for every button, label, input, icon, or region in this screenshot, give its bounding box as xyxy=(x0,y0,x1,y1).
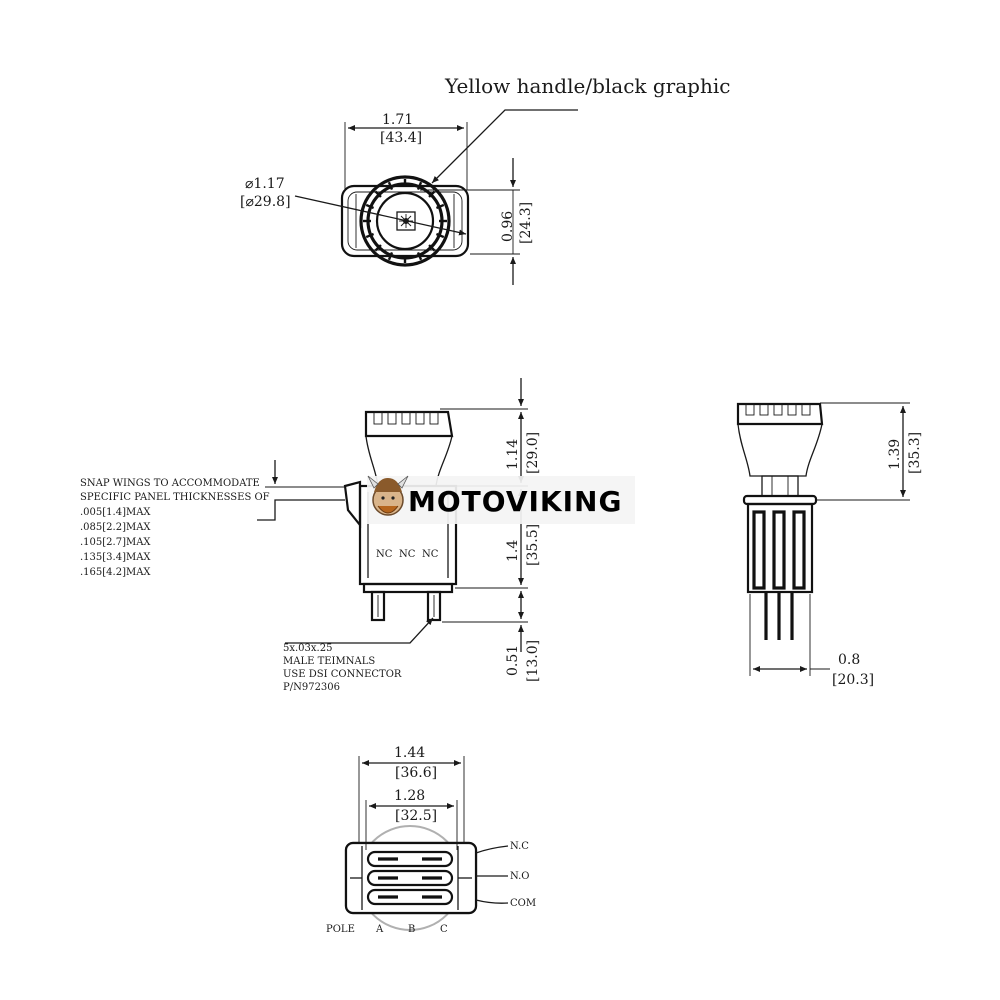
bottom-outer-in: 1.44 xyxy=(394,745,425,761)
knob-cap xyxy=(375,191,435,251)
terminal-note-line-2: MALE TEIMNALS xyxy=(283,656,375,667)
snap-note-leader xyxy=(257,499,345,521)
grip-tooth xyxy=(428,244,436,252)
bottom-view: N.C N.O COM POLE A B C 1.44 [36.6] 1.28 … xyxy=(326,745,536,935)
front-view: NC NC NC 1.14 [29.0] 1.4 [35.5] 0.51 [13… xyxy=(257,378,541,682)
grip-tooth xyxy=(435,203,445,210)
row-label-nc: N.C xyxy=(510,841,529,852)
side-knob-neck xyxy=(737,423,823,477)
side-height-mm: [35.3] xyxy=(907,432,923,474)
side-depth-in: 0.8 xyxy=(838,652,860,668)
top-height-in: 0.96 xyxy=(500,211,516,242)
side-height-in: 1.39 xyxy=(887,439,903,470)
terminal-right xyxy=(426,590,442,622)
front-knob-ridges xyxy=(373,411,439,425)
snap-wing-note: SNAP WINGS TO ACCOMMODATE SPECIFIC PANEL… xyxy=(80,478,270,578)
side-shaft xyxy=(761,475,799,497)
front-term-mm: [13.0] xyxy=(525,640,541,682)
callout-text: Yellow handle/black graphic xyxy=(444,74,730,98)
front-upper-mm: [29.0] xyxy=(525,432,541,474)
snap-note-line-3: .005[1.4]MAX xyxy=(80,507,151,518)
pole-letter-a: A xyxy=(375,924,384,935)
side-knob-ridges xyxy=(745,403,811,416)
top-dia-in: ⌀1.17 xyxy=(245,176,285,192)
front-body-in: 1.4 xyxy=(505,540,521,562)
terminal-note: 5x.03x.25 MALE TEIMNALS USE DSI CONNECTO… xyxy=(283,643,402,693)
knob-graphic-frame xyxy=(396,211,416,231)
grip-tooth xyxy=(416,251,423,261)
side-depth-mm: [20.3] xyxy=(832,672,874,688)
knob-grip-teeth xyxy=(363,179,447,263)
front-term-in: 0.51 xyxy=(505,645,521,676)
handle-callout: Yellow handle/black graphic xyxy=(431,74,730,184)
snap-note-line-2: SPECIFIC PANEL THICKNESSES OF xyxy=(80,492,270,503)
front-base xyxy=(362,582,454,594)
brand-name: MOTOVIKING xyxy=(408,485,622,518)
snap-note-line-7: .165[4.2]MAX xyxy=(80,567,151,578)
top-dia-mm: [⌀29.8] xyxy=(240,194,291,210)
terminal-note-line-3: USE DSI CONNECTOR xyxy=(283,669,402,680)
knob-outer-ring xyxy=(359,175,451,267)
row-label-no: N.O xyxy=(510,871,530,882)
grip-tooth xyxy=(365,203,375,210)
front-upper-in: 1.14 xyxy=(505,439,521,470)
callout-leader xyxy=(431,109,578,184)
grip-tooth xyxy=(387,251,394,261)
side-knob-top xyxy=(736,402,824,426)
bottom-outer-mm: [36.6] xyxy=(395,765,437,781)
terminal-label-nc-2: NC xyxy=(399,549,416,560)
bottom-inner-mm: [32.5] xyxy=(395,808,437,824)
top-width-in: 1.71 xyxy=(382,112,413,128)
grip-tooth xyxy=(365,232,375,239)
terminal-note-leader xyxy=(285,617,434,644)
side-housing-details xyxy=(752,510,806,590)
grip-tooth xyxy=(416,181,423,191)
grip-tooth xyxy=(374,190,382,198)
terminal-label-nc-1: NC xyxy=(376,549,393,560)
front-body-mm: [35.5] xyxy=(525,524,541,566)
snap-note-line-1: SNAP WINGS TO ACCOMMODATE xyxy=(80,478,260,489)
grip-tooth xyxy=(387,181,394,191)
top-width-mm: [43.4] xyxy=(380,130,422,146)
top-height-mm: [24.3] xyxy=(518,202,534,244)
grip-tooth xyxy=(374,244,382,252)
grip-tooth xyxy=(435,232,445,239)
bottom-terminal-slots xyxy=(366,850,454,906)
terminal-note-line-4: P/N972306 xyxy=(283,682,340,693)
row-label-com: COM xyxy=(510,898,536,909)
snap-note-line-6: .135[3.4]MAX xyxy=(80,552,151,563)
snap-note-line-5: .105[2.7]MAX xyxy=(80,537,151,548)
brand-watermark: MOTOVIKING xyxy=(367,475,635,524)
bottom-inner-in: 1.28 xyxy=(394,788,425,804)
diameter-leader xyxy=(294,195,467,236)
pole-label: POLE xyxy=(326,924,355,935)
terminal-left xyxy=(370,590,386,622)
side-terminals xyxy=(764,592,794,640)
snap-wing xyxy=(343,480,362,529)
side-flange xyxy=(742,494,818,506)
pole-letter-c: C xyxy=(440,924,448,935)
pole-letter-b: B xyxy=(408,924,415,935)
side-view: 1.39 [35.3] 0.8 [20.3] xyxy=(736,402,923,688)
terminal-label-nc-3: NC xyxy=(422,549,439,560)
top-view: ⌀1.17 [⌀29.8] 1.71 [43.4] 0.96 [24.3] xyxy=(240,112,534,285)
terminal-note-line-1: 5x.03x.25 xyxy=(283,643,332,654)
grip-tooth xyxy=(428,190,436,198)
snap-note-line-4: .085[2.2]MAX xyxy=(80,522,151,533)
viking-mascot-icon xyxy=(367,475,409,516)
brand-banner xyxy=(367,476,635,524)
